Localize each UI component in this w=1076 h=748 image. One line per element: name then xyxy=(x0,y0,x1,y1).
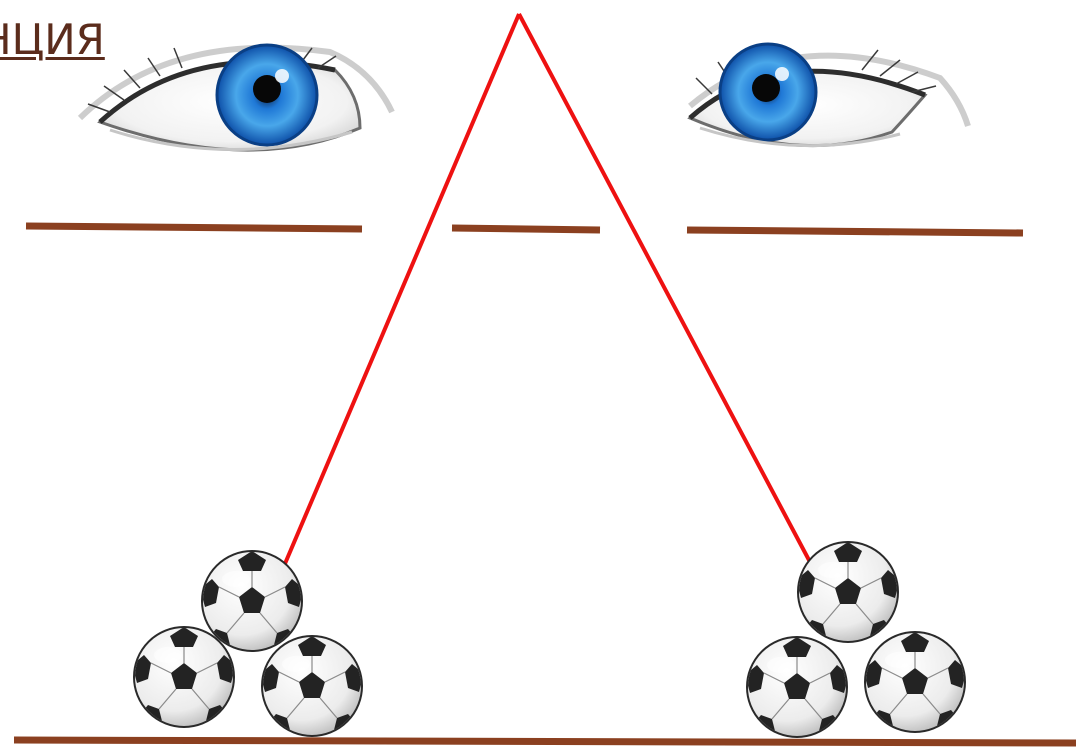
soccer-ball-icon xyxy=(863,632,967,734)
soccer-ball-icon xyxy=(745,637,849,739)
ball-pile-right xyxy=(745,542,967,739)
soccer-ball-icon xyxy=(132,627,236,729)
shelf-middle xyxy=(452,228,600,230)
soccer-ball-icon xyxy=(796,542,900,644)
ball-pile-left xyxy=(132,551,364,738)
shelf-right xyxy=(687,230,1023,233)
right-eye-icon xyxy=(690,44,968,146)
floor-line xyxy=(14,740,1076,743)
shelf-left xyxy=(26,226,362,229)
left-eye-icon xyxy=(80,45,392,150)
soccer-ball-icon xyxy=(260,636,364,738)
